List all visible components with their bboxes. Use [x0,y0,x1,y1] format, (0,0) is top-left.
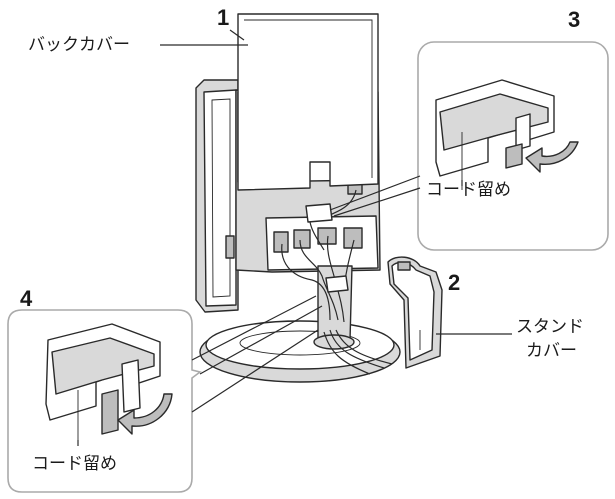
leader-box3-a [329,175,421,211]
monitor-body [195,13,381,350]
leader-box3-b [333,187,421,217]
label-stand-cover-line2: カバー [526,341,577,361]
callout-2: 2 [448,270,461,295]
callout-3: 3 [568,7,581,32]
callout-1: 1 [217,5,230,30]
leader-box4-a [191,295,317,361]
leader-lines [77,29,512,446]
label-cord-clip-bottom: コード留め [32,454,117,474]
stand-cover-part [387,256,443,369]
label-cord-clip-top: コード留め [426,180,511,200]
stand-base [199,320,401,383]
leader-box4-b [199,305,323,375]
detail-box-4 [7,309,202,493]
leader-box4-c [191,329,319,413]
label-stand-cover-line1: スタンド [516,317,584,337]
label-back-cover: バックカバー [28,35,130,55]
cord-clip-mounted [305,203,349,293]
callout-4: 4 [20,286,33,311]
detail-box-3 [417,41,609,251]
